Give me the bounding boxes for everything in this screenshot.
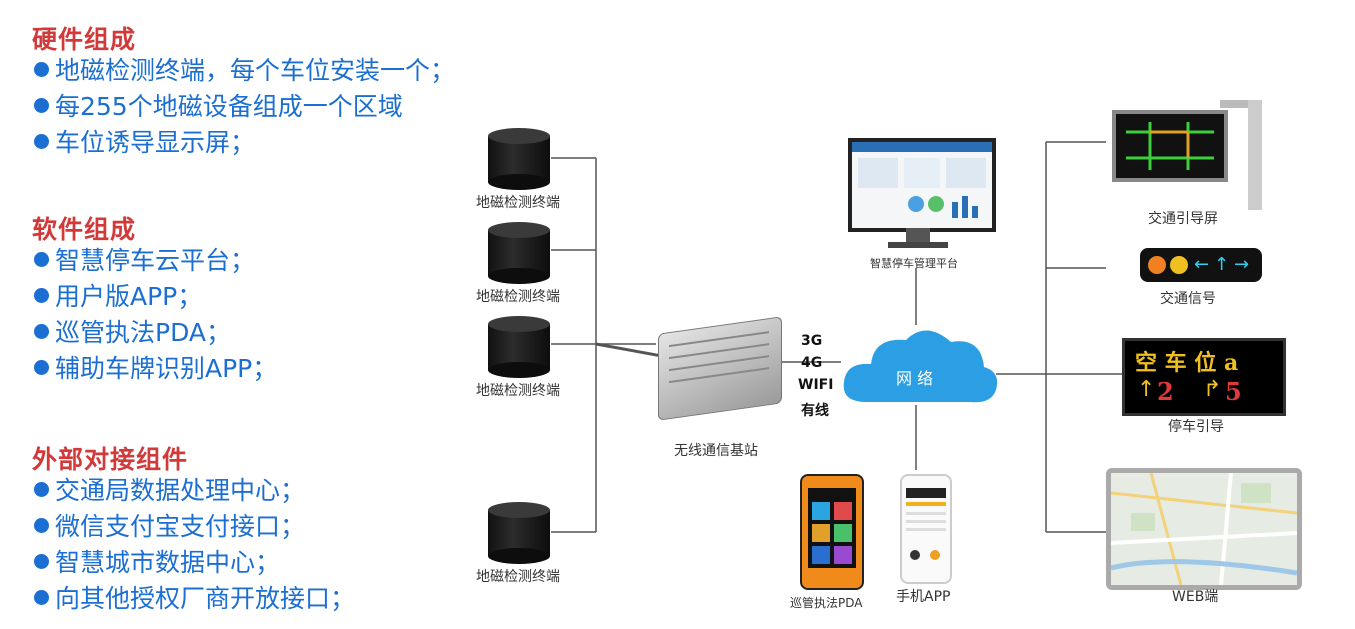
bullet-item: 向其他授权厂商开放接口； <box>34 584 355 614</box>
sensor-device <box>488 222 550 284</box>
section-external-title: 外部对接组件 <box>32 445 189 474</box>
bullet-text: 车位诱导显示屏； <box>55 128 256 157</box>
bullet-dot <box>34 482 49 497</box>
section-hardware-title: 硬件组成 <box>32 25 137 54</box>
sensor-label: 地磁检测终端 <box>476 195 560 211</box>
guide-number: 2 <box>1157 377 1174 406</box>
bullet-item: 微信支付宝支付接口； <box>34 512 305 542</box>
bullet-text: 智慧停车云平台； <box>55 246 256 275</box>
link-wifi: WIFI <box>798 377 834 393</box>
bullet-text: 用户版APP； <box>55 282 203 311</box>
pda-label: 巡管执法PDA <box>790 596 863 610</box>
sensor-device <box>488 128 550 190</box>
parking-guide-screen: 空 车 位 a ↑ 2 ↱ 5 <box>1122 338 1286 416</box>
section-software-title: 软件组成 <box>32 215 137 244</box>
bullet-dot <box>34 554 49 569</box>
bullet-item: 巡管执法PDA； <box>34 318 231 348</box>
bullet-dot <box>34 590 49 605</box>
bullet-dot <box>34 288 49 303</box>
monitor-stand <box>906 228 930 242</box>
traffic-guide-screen <box>1112 110 1228 182</box>
platform-label: 智慧停车管理平台 <box>870 257 958 270</box>
parking-guide-label: 停车引导 <box>1168 419 1224 435</box>
base-station-device <box>658 316 782 421</box>
bullet-text: 向其他授权厂商开放接口； <box>55 584 356 613</box>
bullet-item: 智慧停车云平台； <box>34 246 255 276</box>
bullet-dot <box>34 324 49 339</box>
arrow-turn-right-icon: ↱ <box>1203 377 1222 402</box>
cloud-label: 网 络 <box>896 369 934 388</box>
sensor-label: 地磁检测终端 <box>476 289 560 305</box>
traffic-screen-pole <box>1248 100 1262 210</box>
sensor-label: 地磁检测终端 <box>476 383 560 399</box>
bullet-item: 车位诱导显示屏； <box>34 128 255 158</box>
connection-lines <box>551 141 1126 533</box>
bullet-item: 每255个地磁设备组成一个区域 <box>34 92 403 122</box>
monitor-base <box>888 242 948 248</box>
app-label: 手机APP <box>896 589 951 605</box>
bullet-dot <box>34 360 49 375</box>
traffic-signal-label: 交通信号 <box>1160 291 1216 307</box>
link-4g: 4G <box>801 355 823 371</box>
bullet-item: 智慧城市数据中心； <box>34 548 280 578</box>
base-station-label: 无线通信基站 <box>674 443 758 459</box>
bullet-item: 用户版APP； <box>34 282 202 312</box>
guide-screen-line1: 空 车 位 a <box>1135 350 1239 376</box>
cloud-icon <box>843 330 998 403</box>
sensor-device <box>488 502 550 564</box>
diagram-area: 地磁检测终端 地磁检测终端 地磁检测终端 地磁检测终端 无线通信基站 3G 4G… <box>466 100 1306 620</box>
arrow-up-icon: ↑ <box>1214 254 1230 275</box>
bullet-text: 每255个地磁设备组成一个区域 <box>55 92 403 121</box>
web-label: WEB端 <box>1172 589 1219 605</box>
bullet-dot <box>34 98 49 113</box>
bullet-text: 微信支付宝支付接口； <box>55 512 306 541</box>
arrow-left-icon: ← <box>1194 254 1210 275</box>
bullet-dot <box>34 62 49 77</box>
link-wired: 有线 <box>801 403 829 419</box>
platform-monitor <box>848 138 996 232</box>
traffic-signal-device: ← ↑ → <box>1140 248 1262 282</box>
traffic-screen-pole <box>1220 100 1250 108</box>
web-monitor <box>1106 468 1302 590</box>
bullet-text: 交通局数据处理中心； <box>55 476 306 505</box>
arrow-right-icon: → <box>1234 254 1250 275</box>
pda-device <box>800 474 864 590</box>
bullet-text: 辅助车牌识别APP； <box>55 354 278 383</box>
bullet-item: 地磁检测终端，每个车位安装一个； <box>34 56 455 86</box>
guide-number: 5 <box>1225 377 1242 406</box>
sensor-label: 地磁检测终端 <box>476 569 560 585</box>
bullet-text: 巡管执法PDA； <box>55 318 231 347</box>
sensor-device <box>488 316 550 378</box>
phone-device <box>900 474 952 584</box>
bullet-dot <box>34 252 49 267</box>
bullet-dot <box>34 518 49 533</box>
link-3g: 3G <box>801 333 823 349</box>
bullet-dot <box>34 134 49 149</box>
bullet-item: 交通局数据处理中心； <box>34 476 305 506</box>
traffic-screen-label: 交通引导屏 <box>1148 211 1218 227</box>
bullet-text: 地磁检测终端，每个车位安装一个； <box>55 56 456 85</box>
arrow-up-icon: ↑ <box>1137 377 1156 402</box>
bullet-text: 智慧城市数据中心； <box>55 548 281 577</box>
bullet-item: 辅助车牌识别APP； <box>34 354 277 384</box>
